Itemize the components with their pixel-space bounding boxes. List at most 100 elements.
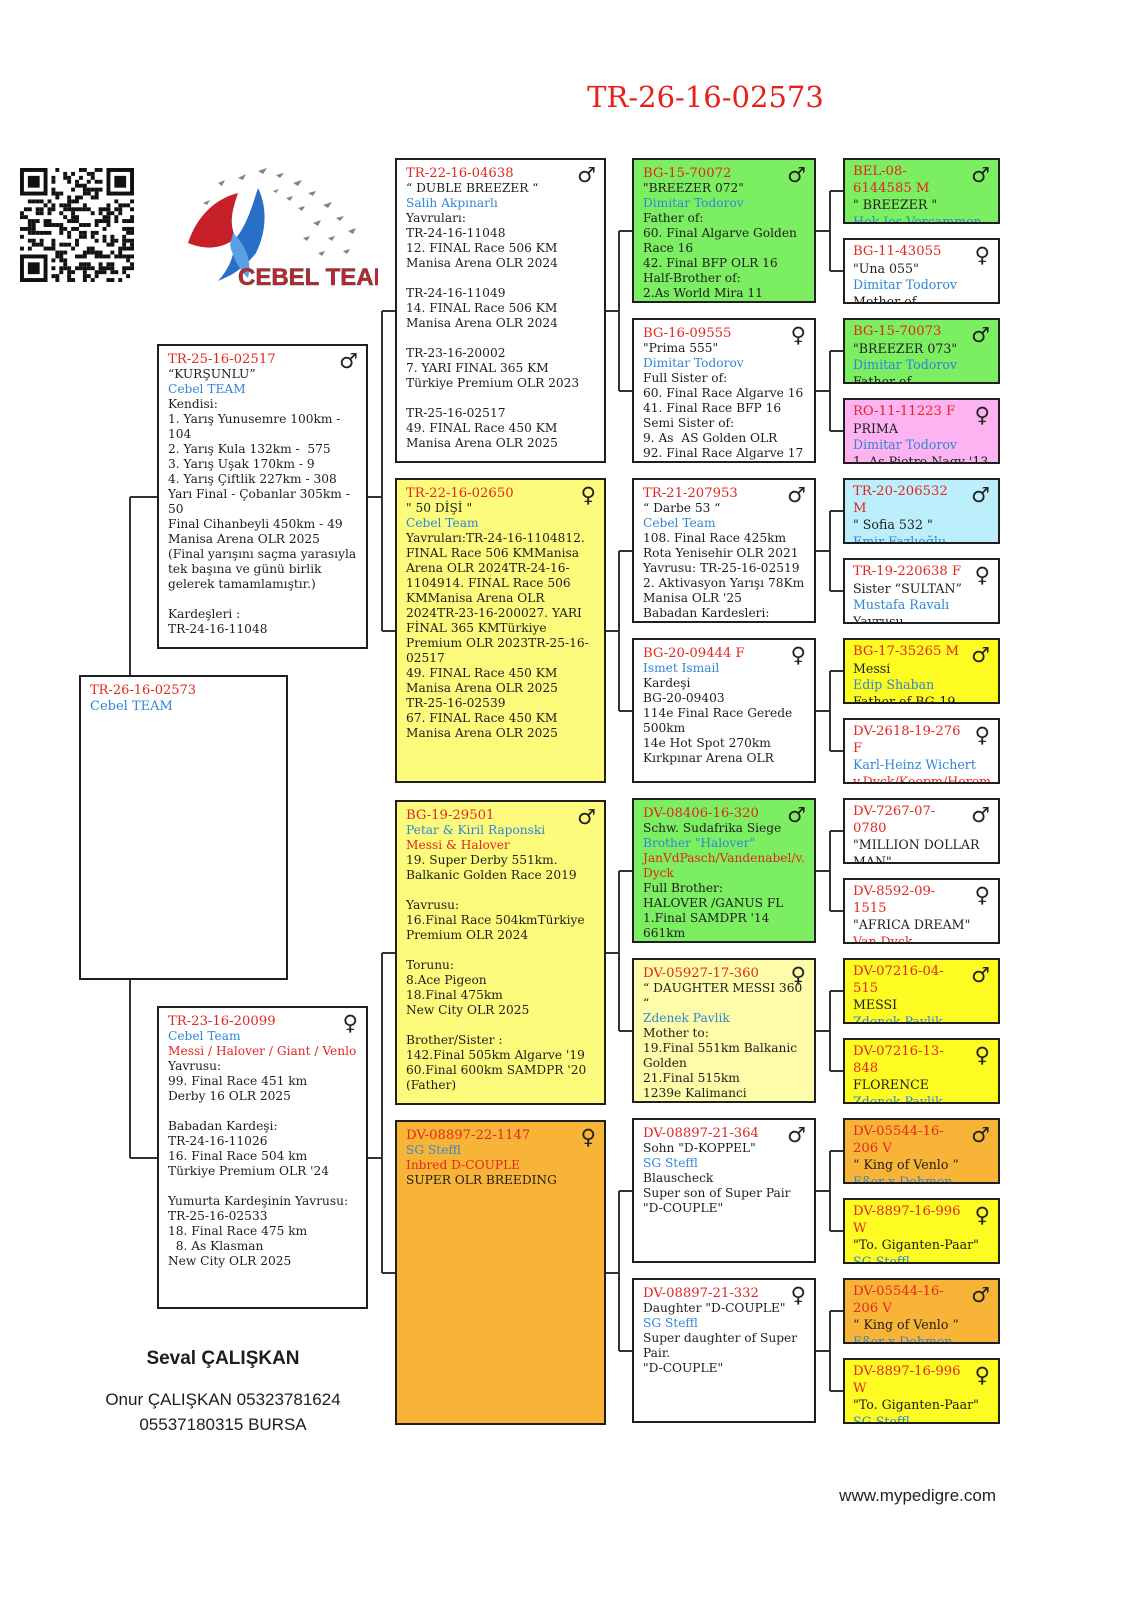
card-line: Final Cihanbeyli 450km - 49 (168, 517, 343, 531)
card-line: Babadan Kardeşi: (168, 1119, 278, 1133)
ring-number: BG-15-70073 (853, 324, 942, 339)
card-line: Manisa Arena OLR 2024 (406, 256, 558, 270)
connector-line (830, 990, 843, 992)
card-line (406, 883, 595, 898)
ring-number: DV-08406-16-320 (643, 806, 759, 821)
ring-number: DV-05544-16-206 V (853, 1124, 944, 1156)
pedigree-card[interactable]: BEL-08-6144585 M" BREEZER "Hok Jos Verca… (843, 158, 1000, 224)
card-line: 9. As AS Golden OLR (643, 431, 778, 445)
pedigree-card[interactable]: DV-8592-09-1515"AFRICA DREAM"Van.Dyck -V… (843, 878, 1000, 944)
card-line: 41. Final Race BFP 16 (643, 401, 782, 415)
card-line: 99. Final Race 451 km (168, 1074, 308, 1088)
connector-line (606, 309, 619, 312)
card-line: 1239e Kalimanci (643, 1086, 747, 1100)
card-line: Salih Akpınarlı (406, 196, 498, 210)
male-icon: ♂ (787, 1123, 806, 1147)
card-line: “ King of Venlo “ (853, 1317, 959, 1332)
card-line (406, 271, 595, 286)
connector-line (830, 430, 843, 432)
pedigree-card[interactable]: TR-20-206532 M" Sofia 532 "Emir Fazlıoğl… (843, 478, 1000, 544)
pedigree-card[interactable]: DV-8897-16-996 W"To. Giganten-Paar"SG St… (843, 1198, 1000, 1264)
connector-line (619, 1189, 632, 1192)
female-icon: ♀ (974, 563, 990, 587)
ring-number: DV-07216-04-515 (853, 964, 944, 996)
footer-website[interactable]: www.mypedigre.com (839, 1486, 996, 1505)
card-line: Petar & Kiril Raponski (406, 823, 546, 837)
owner-contact-2: 05537180315 BURSA (139, 1415, 307, 1434)
card-line: “ King of Venlo “ (853, 1157, 959, 1172)
card-line: Cebel Team (168, 1029, 241, 1043)
pedigree-card[interactable]: DV-8897-16-996 W"To. Giganten-Paar"SG St… (843, 1358, 1000, 1424)
card-line: Schw. Sudafrika Siege (643, 821, 782, 835)
connector-line (618, 550, 620, 711)
card-line: Yavrusu: (406, 898, 460, 912)
pedigree-card[interactable]: TR-22-16-04638“ DUBLE BREEZER “Salih Akp… (395, 158, 606, 463)
connector-line (829, 1311, 831, 1391)
connector-line (606, 1271, 619, 1274)
ring-number: BG-15-70072 (643, 166, 732, 181)
logo-dove-icon: CEBEL TEAM (188, 168, 378, 291)
card-line: TR-25-16-02539 (406, 696, 506, 710)
card-line: Messi & Halover (406, 838, 510, 852)
card-line: Blauscheck (643, 1171, 714, 1185)
pedigree-card[interactable]: DV-05927-17-360“ DAUGHTER MESSI 360 “Zde… (632, 958, 816, 1103)
card-line: JanVdPasch/Vandenabel/v. Dyck (643, 851, 809, 880)
female-icon: ♀ (580, 1125, 596, 1149)
female-icon: ♀ (974, 243, 990, 267)
ring-number: TR-23-16-20099 (168, 1014, 276, 1029)
ring-number: DV-7267-07-0780 (853, 804, 936, 836)
card-line: "To. Giganten-Paar" (853, 1237, 979, 1252)
card-line: 4. Yarış Çiftlik 227km - 308 (168, 472, 337, 486)
card-line: 49. FINAL Race 450 KM (406, 666, 558, 680)
pedigree-card[interactable]: DV-7267-07-0780"MILLION DOLLAR MAN"Van M… (843, 798, 1000, 864)
card-line: Yumurta Kardeşinin Yavrusu: (168, 1194, 349, 1208)
card-line (168, 1179, 357, 1194)
ring-number: TR-25-16-02517 (168, 352, 276, 367)
card-line: "Una 055" (853, 260, 919, 276)
card-line: SG Steffl (406, 1143, 461, 1157)
card-line: 60.Final 600km SAMDPR '20 (406, 1063, 587, 1077)
card-line: Yarı Final - Çobanlar 305km - 50 (168, 487, 354, 516)
connector-line (618, 1190, 620, 1351)
connector-line (816, 869, 830, 872)
connector-line (830, 190, 843, 192)
male-icon: ♂ (787, 163, 806, 187)
ring-number: DV-8897-16-996 W (853, 1204, 965, 1236)
connector-line (619, 709, 632, 712)
male-icon: ♂ (971, 803, 990, 827)
pedigree-card[interactable]: DV-05544-16-206 V“ King of Venlo “Eßer x… (843, 1118, 1000, 1184)
card-line: Eßer x Dohmen (853, 1173, 953, 1184)
card-line: Karl-Heinz Wichert (853, 757, 976, 772)
ring-number: DV-08897-22-1147 (406, 1128, 531, 1143)
pedigree-card[interactable]: DV-05544-16-206 V“ King of Venlo “Eßer x… (843, 1278, 1000, 1344)
card-line: 2. Aktivasyon Yarışı 78Km (643, 576, 805, 590)
card-line: 108. Final Race 425km (643, 531, 787, 545)
connector-line (830, 1070, 843, 1072)
card-line: Messi (853, 660, 891, 676)
ring-number: DV-8897-16-996 W (853, 1364, 965, 1396)
card-line: 14e Hot Spot 270km (643, 736, 771, 750)
connector-line (382, 309, 395, 312)
male-icon: ♂ (971, 323, 990, 347)
